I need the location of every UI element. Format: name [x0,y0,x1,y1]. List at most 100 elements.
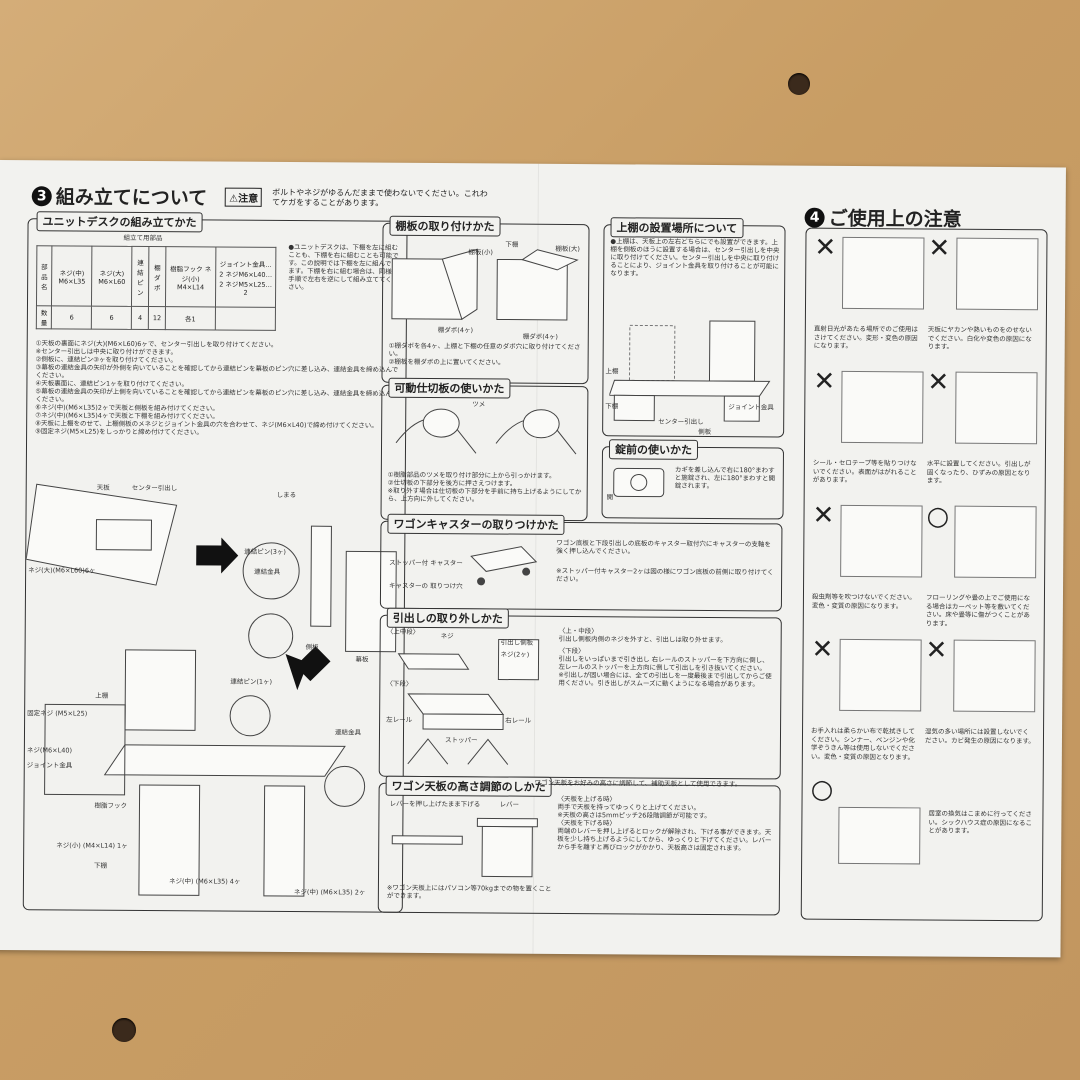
part-qty-5 [215,307,276,331]
instruction-sheet: 3 組み立てについて ⚠注意 ボルトやネジがゆるんだままで使わないでください。こ… [0,160,1066,958]
caution-illustration-7 [953,639,1036,713]
partition-diagram [395,408,577,455]
row-name-parts: 部品名 [36,245,53,306]
caution-grid-box: ✕ 直射日光があたる場所でのご使用はさけてください。変形・変色の原因になります。… [800,227,1048,922]
upper-shelf-heading: 上棚の設置場所について [610,217,744,239]
part-name-2: 連結ピン [131,246,150,307]
part-name-3: 棚ダボ [148,246,166,307]
wagon-heading: ワゴン天板の高さ調節のしかた [385,775,552,797]
drawer-lower-text: 引出しをいっぱいまで引き出し 右レールのストッパーを下方向に倒し、 左レールのス… [558,654,769,673]
label-sokuban: 側板 [305,643,319,652]
partition-box: 可動仕切板の使いかた ツメ ①樹脂部品のツメを取り付け部分に上から引っかけます。… [380,377,589,522]
label-center: センター引出し [131,483,178,493]
partition-step-3: ※取り外す場合は仕切板の下部分を手前に持ち上げるようにしてから、上方向に外してく… [387,486,582,504]
assembly-diagram [25,483,397,897]
caution-illustration-1 [955,237,1039,311]
upper-label-sokuban: 側板 [698,427,712,436]
upper-label-shitadana: 下棚 [605,402,619,411]
parts-caption: 組立て用部品 [123,233,163,243]
caution-mark-5: ○ [926,501,950,532]
label-neji35-4: ネジ(中) (M6×L35) 4ヶ [168,877,241,886]
unit-steps: ①天板の裏面にネジ(大)(M6×L60)6ヶで、センター引出しを取り付けてくださ… [35,339,401,438]
caution-text-6: お手入れは柔らかい布で乾拭きしてください。シンナー、ベンジンや化学ぞうきん等は使… [810,726,915,761]
desk-hole-top [788,73,810,95]
wagon-down-text: 両端のレバーを押し上げるとロックが解除され、下げる事ができます。天板を少し持ち上… [557,826,772,853]
part-qty-3: 12 [148,306,166,330]
caution-mark-1: ✕ [928,233,951,264]
caution-text-0: 直射日光があたる場所でのご使用はさけてください。変形・変色の原因になります。 [813,324,918,350]
lock-heading: 錠前の使いかた [608,439,699,460]
upper-label-center: センター引出し [658,417,704,426]
caution-illustration-8 [838,806,921,865]
caution-illustration-6 [839,638,922,712]
label-uwadana: 上棚 [95,691,109,700]
shelf-label-a: 棚板(小) [468,248,493,257]
label-kanagu: 連結金具 [254,567,281,576]
lock-box: 錠前の使いかた 開 カギを差し込んで右に180°まわすと施錠され、左に180°ま… [601,439,785,520]
wagon-intro: ワゴン天板をお好みの高さに調節して、補助天板として使用できます。 [534,778,742,789]
section-3-number: 3 [31,185,52,206]
part-qty-4: 各1 [165,306,216,331]
caution-text-7: 湿気の多い場所には設置しないでください。カビ発生の原因になります。 [924,727,1035,745]
shelf-box: 棚板の取り付けかた 棚板(小) 棚板(大) 下棚 棚ダボ(4ヶ) 棚ダボ(4ヶ)… [381,215,590,385]
parts-table: 部品名 ネジ(中) M6×L35 ネジ(大) M6×L60 連結ピン 棚ダボ 樹… [36,245,277,331]
partition-steps: ①樹脂部品のツメを取り付け部分に上から引っかけます。 ②仕切板の下部分を後方に押… [388,471,583,504]
drawer-box: 引出しの取り外しかた 〈上中段〉 〈下段〉 ネジ 引出し側板 ネジ(2ヶ) 左レ… [378,607,782,780]
drawer-label-neji2: ネジ(2ヶ) [500,650,530,659]
upper-shelf-diagram [609,320,771,422]
caution-item-1: ✕ 天板にヤカンや熱いものをのせないでください。白化や変色の原因になります。 [928,233,1039,371]
caution-illustration-4 [840,504,923,578]
drawer-diagram [397,638,540,765]
caution-item-7: ✕ 湿気の多い場所には設置しないでください。カビ発生の原因になります。 [924,635,1036,773]
upper-shelf-text: ●上棚は、天板上の左右どちらにでも設置ができます。上棚を側板のほうに設置する場合… [610,237,780,278]
caster-label-hole: キャスターの 取りつけ穴 [389,581,463,591]
label-hook: 樹脂フック [94,801,128,810]
drawer-text: 〈上・中段〉 引出し側板内側のネジを外すと、引出しは取り外せます。 〈下段〉 引… [558,627,773,688]
caution-mark-0: ✕ [814,232,837,263]
drawer-upper-text: 引出し側板内側のネジを外すと、引出しは取り外せます。 [558,634,727,645]
row-name-qty: 数量 [36,305,52,329]
upper-label-uwadana: 上棚 [605,367,619,376]
caution-text: ボルトやネジがゆるんだままで使わないでください。これわてケガをすることがあります… [272,187,488,208]
upper-label-joint: ジョイント金具 [728,403,774,412]
caution-item-3: ✕ 水平に設置してください。引出しが固くなったり、ひずみの原因となります。 [926,367,1038,505]
label-kanagu-2: 連結金具 [334,728,362,737]
drawer-lower-note: ※引出しが固い場合には、全ての引出しを一度最後まで引出してからご使用ください。引… [558,670,772,689]
shelf-label-b: 棚板(大) [555,244,580,254]
caution-item-6: ✕ お手入れは柔らかい布で乾拭きしてください。シンナー、ベンジンや化学ぞうきん等… [810,634,922,773]
caution-text-3: 水平に設置してください。引出しが固くなったり、ひずみの原因となります。 [926,459,1031,485]
drawer-label-hikidashi: 引出し側板 [500,638,534,647]
part-name-1: ネジ(大) M6×L60 [91,246,133,307]
section-3-heading: 組み立てについて [55,186,208,210]
caution-item-0: ✕ 直射日光があたる場所でのご使用はさけてください。変形・変色の原因になります。 [813,232,925,371]
part-qty-2: 4 [131,306,149,330]
part-name-0: ネジ(中) M6×L35 [51,245,93,307]
label-pin1: 連結ピン(1ヶ) [230,677,273,686]
label-neji40: ネジ(M6×L40) [26,746,73,755]
label-makuban: 幕板 [355,655,369,664]
shelf-label-c: 棚ダボ(4ヶ) [437,326,474,335]
caution-text-8: 居室の換気はこまめに行ってください。シックハウス症の原因になることがあります。 [928,809,1033,835]
drawer-label-stopper: ストッパー [444,736,478,745]
shelf-step-2: ②棚板を棚ダボの上に置いてください。 [388,357,505,367]
drawer-label-left: 左レール [386,715,413,724]
wagon-label-lever: レバー [499,800,520,809]
part-name-5: ジョイント金具…2 ネジM6×L40…2 ネジM5×L25…2 [215,247,276,308]
drawer-label-right: 右レール [505,716,532,725]
unit-desk-box: ユニットデスクの組み立てかた 組立て用部品 部品名 ネジ(中) M6×L35 ネ… [22,211,408,913]
label-pin3: 連結ピン(3ヶ) [244,547,287,557]
caution-illustration-5 [954,505,1037,579]
shelf-label-e: 下棚 [505,240,519,249]
caution-item-2: ✕ シール・セロテープ等を貼りつけないでください。表面がはがれることがあります。 [813,367,924,505]
caster-note: ※ストッパー付キャスター2ヶは図の様にワゴン底板の前側に取り付けてください。 [556,566,774,584]
caution-mark-6: ✕ [811,634,834,665]
caution-mark-7: ✕ [925,635,948,666]
caution-mark-8: ○ [810,774,834,805]
wagon-text: 〈天板を上げる時〉 両手で天板を持ってゆっくりと上げてください。 ※天板の高さは… [557,795,772,852]
caution-text-5: フローリングや畳の上でご使用になる場合はカーペット等を敷いてください。床や畳等に… [925,593,1030,628]
caution-item-5: ○ フローリングや畳の上でご使用になる場合はカーペット等を敷いてください。床や畳… [925,501,1037,639]
caution-item-4: ✕ 殺虫剤等を吹つけないでください。変色・変質の原因になります。 [812,501,923,639]
shelf-label-d: 棚ダボ(4ヶ) [522,332,559,341]
wagon-label-lever-up: レバーを押し上げたまま下げる [389,799,481,809]
shelf-steps: ①棚ダボを各4ヶ、上棚と下棚の任意のダボ穴に取り付けてください。 ②棚板を棚ダボ… [389,342,584,367]
